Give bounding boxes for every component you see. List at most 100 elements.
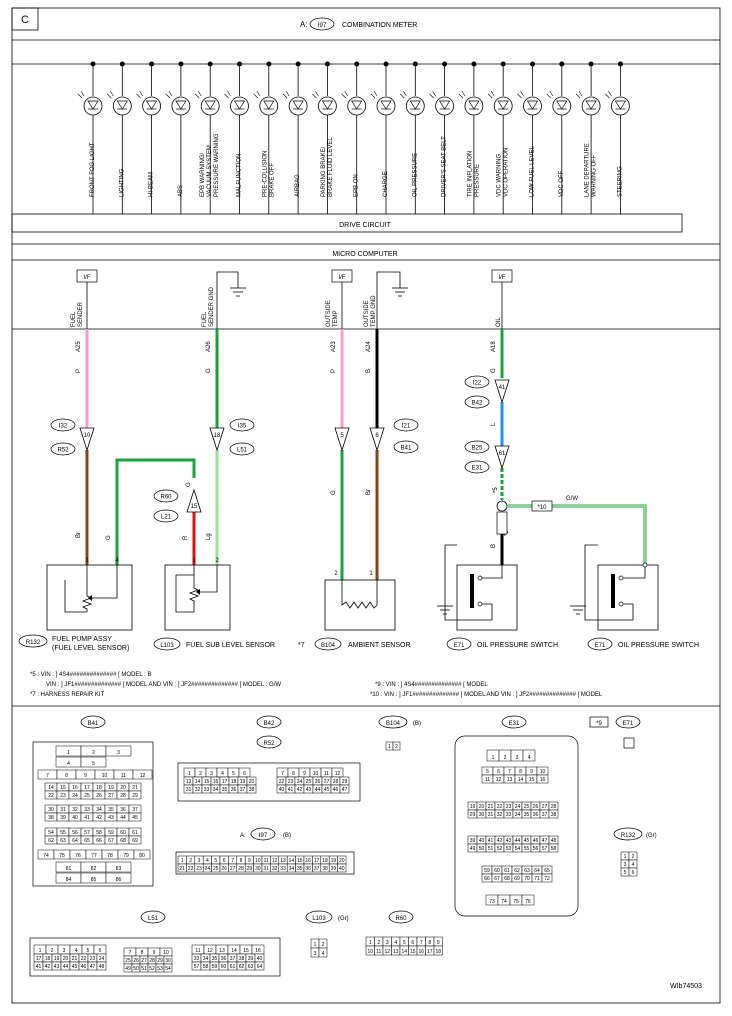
svg-text:23: 23 — [288, 779, 294, 785]
svg-text:23: 23 — [90, 956, 96, 962]
svg-text:60: 60 — [494, 868, 500, 874]
signal-outside-temp-2: TEMP — [333, 310, 339, 327]
svg-text:22: 22 — [188, 866, 194, 872]
conn-b104: B104 — [321, 643, 336, 649]
component-fuel-pump: 1 4 — [46, 558, 133, 631]
svg-text:52: 52 — [149, 966, 155, 972]
svg-text:70: 70 — [524, 876, 530, 882]
svg-text:44: 44 — [315, 787, 321, 793]
svg-text:34: 34 — [515, 812, 521, 818]
indicator-label: TIRE INFLATION — [467, 151, 473, 197]
svg-text:18: 18 — [45, 956, 51, 962]
temp-if: I/F — [331, 269, 408, 329]
face-r60: R60 — [395, 916, 407, 922]
svg-text:62: 62 — [239, 964, 245, 970]
svg-text:12: 12 — [272, 858, 278, 864]
svg-text:55: 55 — [60, 830, 66, 836]
svg-text:3: 3 — [210, 771, 213, 777]
svg-text:40: 40 — [479, 838, 485, 844]
inline-pin-6: 6 — [375, 433, 379, 439]
svg-text:15: 15 — [410, 949, 416, 955]
svg-text:2: 2 — [395, 744, 398, 750]
svg-text:6: 6 — [632, 870, 635, 876]
svg-text:4: 4 — [322, 951, 325, 957]
svg-text:19: 19 — [331, 858, 337, 864]
inline-pin-18: 18 — [214, 433, 221, 439]
svg-text:7: 7 — [46, 773, 49, 779]
indicator-label: EPB WARNING/ — [200, 153, 206, 197]
color-g-5: G — [331, 490, 337, 495]
svg-text:45: 45 — [132, 815, 138, 821]
signal-outside-temp-1: OUTSIDE — [326, 300, 332, 327]
inline-conn-i21-a — [334, 427, 350, 452]
indicator-lamp: DRIVER'S SEAT BELT — [429, 61, 455, 214]
svg-text:21: 21 — [488, 804, 494, 810]
ambient-terminal-2: 2 — [334, 571, 338, 577]
svg-text:41: 41 — [84, 815, 90, 821]
conn-r132: R132 — [26, 640, 41, 646]
svg-text:47: 47 — [542, 838, 548, 844]
svg-text:30: 30 — [255, 866, 261, 872]
micro-computer-label: MICRO COMPUTER — [332, 251, 397, 258]
e31-housing — [454, 735, 579, 917]
ambient-terminal-1: 1 — [369, 571, 373, 577]
svg-text:59: 59 — [212, 964, 218, 970]
connector-i35: I35 — [229, 418, 255, 432]
svg-text:36: 36 — [305, 866, 311, 872]
svg-text:22: 22 — [48, 793, 54, 799]
signal-fuel-sender-2: SENDER — [78, 301, 84, 327]
svg-text:7: 7 — [281, 771, 284, 777]
svg-text:62: 62 — [514, 868, 520, 874]
fuel-pump-label: FUEL PUMP ASSY — [52, 636, 112, 643]
svg-text:31: 31 — [488, 812, 494, 818]
inline-conn-i35 — [209, 427, 225, 452]
ast9-box — [496, 511, 508, 535]
signal-fuel-gnd-2: SENDER GND — [209, 286, 215, 327]
svg-text:33: 33 — [280, 866, 286, 872]
face-b41: B41 — [88, 721, 99, 727]
svg-text:10: 10 — [163, 950, 169, 956]
svg-text:2: 2 — [322, 942, 325, 948]
connector-e31: E31 — [464, 460, 490, 474]
svg-text:23: 23 — [60, 793, 66, 799]
svg-text:19: 19 — [240, 779, 246, 785]
svg-text:57: 57 — [194, 964, 200, 970]
svg-text:43: 43 — [306, 787, 312, 793]
svg-text:15: 15 — [60, 785, 66, 791]
fuel-gnd-internal — [216, 271, 246, 329]
color-r: R — [183, 535, 189, 540]
svg-text:38: 38 — [551, 812, 557, 818]
svg-text:12: 12 — [207, 948, 213, 954]
svg-text:20: 20 — [120, 785, 126, 791]
conn-e71-1: E71 — [454, 643, 465, 649]
face-b104-suffix: (B) — [413, 721, 421, 727]
svg-text:44: 44 — [515, 838, 521, 844]
wire-g-loop — [115, 458, 196, 565]
svg-text:69: 69 — [132, 838, 138, 844]
svg-text:12: 12 — [335, 771, 341, 777]
fuel-sub-terminal-2: 2 — [215, 558, 219, 564]
face-b104: B104 — [386, 721, 401, 727]
inline-pin-61: 61 — [499, 451, 506, 457]
indicator-label: MALFUNCTION — [237, 154, 243, 197]
svg-text:3: 3 — [198, 858, 201, 864]
color-p-2: P — [331, 369, 337, 373]
indicator-label: DRIVER'S SEAT BELT — [442, 136, 448, 197]
svg-text:53: 53 — [506, 846, 512, 852]
svg-text:6: 6 — [497, 769, 500, 775]
indicator-label: AIRBAG — [295, 174, 301, 197]
svg-text:16: 16 — [540, 777, 546, 783]
indicator-lamp: FRONT FOG LIGHT — [77, 61, 103, 214]
svg-text:34: 34 — [289, 866, 295, 872]
